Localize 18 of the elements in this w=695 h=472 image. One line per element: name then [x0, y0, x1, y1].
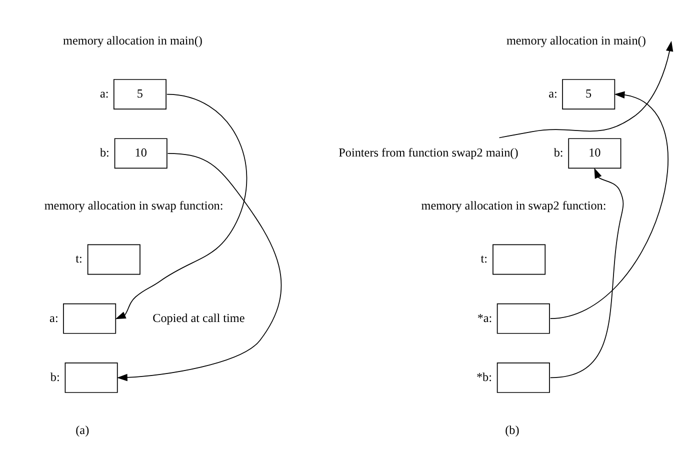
node-label: a:	[100, 86, 109, 100]
node-label: a:	[548, 86, 558, 100]
label: (b)	[505, 422, 520, 437]
label: memory allocation in swap function:	[44, 198, 224, 213]
node-label: a:	[50, 310, 58, 325]
node-label: t:	[480, 252, 488, 266]
node-label: *a:	[477, 310, 492, 325]
node-label: b:	[100, 146, 110, 160]
label: memory allocation in main()	[63, 33, 202, 48]
node-label: *b:	[476, 370, 492, 384]
node-label: t:	[76, 252, 82, 266]
label: (a)	[76, 422, 90, 437]
label: Copied at call time	[152, 310, 245, 325]
node-label: b:	[50, 370, 60, 384]
node-label: b:	[554, 146, 564, 160]
node-text: Pointers from function swap2 main()	[338, 146, 518, 160]
label: memory allocation in main()	[506, 33, 646, 48]
label: memory allocation in swap2 function:	[421, 198, 606, 213]
